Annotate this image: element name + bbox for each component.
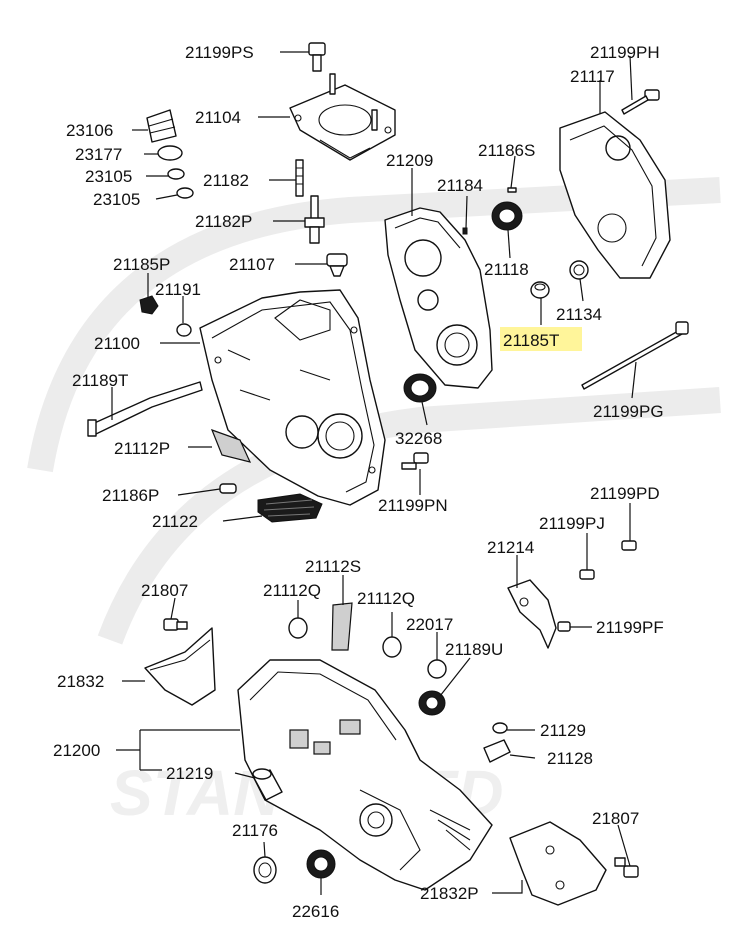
label-21832[interactable]: 21832 [57, 672, 104, 691]
part-21189T-bracket[interactable] [87, 381, 203, 437]
label-21128[interactable]: 21128 [547, 749, 593, 768]
part-22616-seal[interactable] [306, 849, 336, 879]
part-21199PF-bolt[interactable] [557, 621, 571, 632]
label-21185T[interactable]: 21185T [503, 331, 559, 350]
part-21182-stud[interactable] [295, 159, 304, 197]
part-23105-bushing-a[interactable] [167, 168, 185, 180]
part-21209-cover[interactable] [384, 207, 493, 389]
part-21186P-pin[interactable] [219, 483, 237, 494]
label-21134[interactable]: 21134 [556, 305, 602, 324]
label-21209[interactable]: 21209 [386, 151, 433, 170]
part-23106-boot[interactable] [146, 109, 177, 143]
label-21112Q-b[interactable]: 21112Q [357, 589, 415, 608]
part-21832P-bracket[interactable] [509, 821, 607, 906]
part-21176-ring[interactable] [253, 856, 277, 884]
part-21134-o-ring[interactable] [569, 260, 589, 280]
label-23177[interactable]: 23177 [75, 145, 122, 164]
part-21112P-plate[interactable] [210, 428, 252, 463]
label-21807-b[interactable]: 21807 [592, 809, 639, 828]
label-21184[interactable]: 21184 [437, 176, 483, 195]
label-21199PJ[interactable]: 21199PJ [539, 514, 605, 533]
part-21199PH-bolt[interactable] [621, 89, 660, 115]
part-21189U-seal[interactable] [418, 690, 446, 716]
part-21118-seal[interactable] [491, 201, 523, 231]
part-21182P-stud[interactable] [304, 195, 325, 244]
label-21112Q-a[interactable]: 21112Q [263, 581, 321, 600]
label-21100[interactable]: 21100 [94, 334, 140, 353]
label-21191[interactable]: 21191 [155, 280, 201, 299]
label-21182[interactable]: 21182 [203, 171, 249, 190]
label-21199PD[interactable]: 21199PD [590, 484, 660, 503]
label-21807-a[interactable]: 21807 [141, 581, 188, 600]
label-22017[interactable]: 22017 [406, 615, 453, 634]
part-21107-plug[interactable] [326, 253, 348, 277]
part-23105-bushing-b[interactable] [176, 187, 194, 199]
label-23105-a[interactable]: 23105 [85, 167, 132, 186]
label-21200[interactable]: 21200 [53, 741, 100, 760]
label-21189U[interactable]: 21189U [445, 640, 503, 659]
part-21122-strainer[interactable] [257, 493, 323, 523]
part-21199PS-bolt[interactable] [308, 42, 326, 72]
label-21182P[interactable]: 21182P [195, 212, 252, 231]
label-21214[interactable]: 21214 [487, 538, 534, 557]
part-23177-ring[interactable] [157, 145, 183, 161]
label-21199PF[interactable]: 21199PF [596, 618, 664, 637]
part-22017-ring[interactable] [427, 659, 447, 679]
part-21214-bracket[interactable] [507, 579, 557, 649]
part-21184-pin[interactable] [462, 227, 468, 235]
part-21186S-pin[interactable] [507, 187, 517, 193]
label-23105-b[interactable]: 23105 [93, 190, 140, 209]
label-23106[interactable]: 23106 [66, 121, 113, 140]
label-21122[interactable]: 21122 [152, 512, 198, 531]
part-21112S-shield[interactable] [331, 602, 353, 651]
label-21112P[interactable]: 21112P [114, 439, 170, 458]
label-21186P[interactable]: 21186P [102, 486, 159, 505]
leader-lines [111, 51, 637, 895]
label-21185P[interactable]: 21185P [113, 255, 170, 274]
part-21219-sleeve[interactable] [252, 768, 283, 801]
part-21104-cover-plate[interactable] [289, 73, 396, 161]
label-21186S[interactable]: 21186S [478, 141, 535, 160]
part-21807-bolt-b[interactable] [614, 857, 639, 878]
label-21176[interactable]: 21176 [232, 821, 278, 840]
part-21100-transfer-case[interactable] [199, 289, 386, 506]
part-21832-bracket[interactable] [144, 627, 216, 706]
part-21129-pin[interactable] [492, 722, 508, 734]
label-21129[interactable]: 21129 [540, 721, 586, 740]
part-21117-housing[interactable] [559, 111, 671, 279]
part-32268-seal[interactable] [403, 373, 437, 403]
label-22616[interactable]: 22616 [292, 902, 339, 921]
part-21191-o-ring[interactable] [176, 323, 192, 337]
label-21199PS[interactable]: 21199PS [185, 43, 254, 62]
label-21117[interactable]: 21117 [570, 67, 615, 86]
label-21832P[interactable]: 21832P [420, 884, 479, 903]
part-21185P-plug[interactable] [139, 295, 159, 315]
part-21199PJ-bolt[interactable] [579, 569, 595, 580]
highlight-box [500, 327, 582, 351]
part-21200-clutch-housing[interactable] [237, 659, 493, 891]
part-21185T-plug[interactable] [530, 281, 550, 299]
part-21112Q-bushing-a[interactable] [288, 617, 308, 639]
label-21112S[interactable]: 21112S [305, 557, 361, 576]
label-21104[interactable]: 21104 [195, 108, 241, 127]
label-21199PN[interactable]: 21199PN [378, 496, 448, 515]
label-21199PH[interactable]: 21199PH [590, 43, 660, 62]
label-21199PG[interactable]: 21199PG [593, 402, 664, 421]
part-21199PN-bolt[interactable] [401, 452, 429, 470]
part-21128-clip[interactable] [483, 739, 511, 763]
label-21118[interactable]: 21118 [484, 260, 529, 279]
label-21219[interactable]: 21219 [166, 764, 213, 783]
part-21807-bolt-a[interactable] [163, 618, 188, 631]
part-21199PG-bolt[interactable] [581, 321, 689, 390]
label-21189T[interactable]: 21189T [72, 371, 128, 390]
part-labels: 21199PS 21199PH 21117 21104 23106 23177 … [53, 43, 664, 921]
part-21112Q-bushing-b[interactable] [382, 636, 402, 658]
label-32268[interactable]: 32268 [395, 429, 442, 448]
label-21107[interactable]: 21107 [229, 255, 275, 274]
part-21199PD-bolt[interactable] [621, 540, 637, 551]
